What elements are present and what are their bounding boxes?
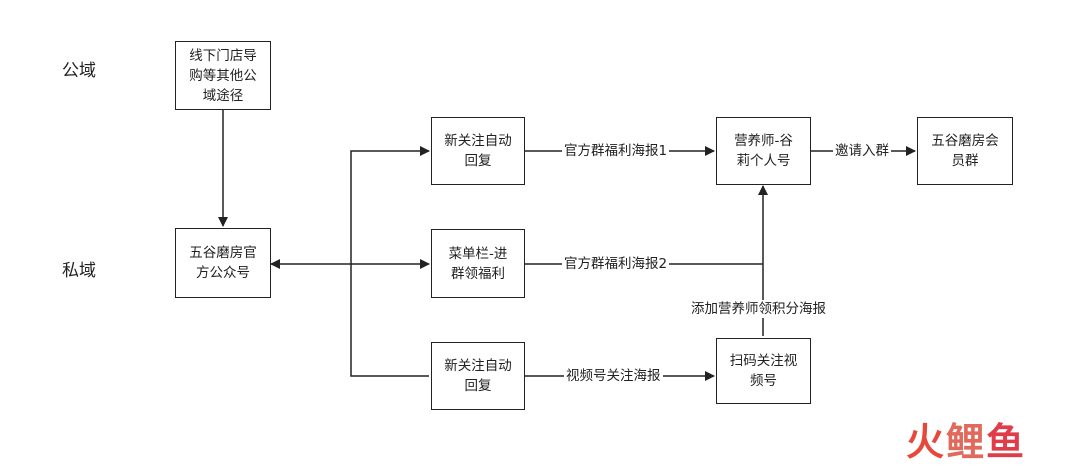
node-scan-video: 扫码关注视 频号 xyxy=(716,338,811,404)
node-line: 回复 xyxy=(464,378,492,394)
node-offline-channels: 线下门店导 购等其他公 域途径 xyxy=(175,41,271,110)
node-line: 域途径 xyxy=(202,87,244,104)
watermark-char: 鱼 xyxy=(986,420,1027,464)
edge-label-poster2: 官方群福利海报2 xyxy=(562,255,670,273)
lane-label-private: 私域 xyxy=(62,261,96,281)
node-line: 频号 xyxy=(750,373,777,389)
edge-trunk-down xyxy=(350,264,429,377)
edge-label-video: 视频号关注海报 xyxy=(564,367,663,385)
node-line: 菜单栏-进 xyxy=(448,245,508,262)
node-line: 五谷磨房官 xyxy=(189,245,257,261)
watermark-logo: 火鲤鱼 xyxy=(906,420,1026,464)
node-official-account: 五谷磨房官 方公众号 xyxy=(175,228,271,298)
node-line: 方公众号 xyxy=(196,265,250,281)
node-line: 员群 xyxy=(951,153,979,169)
watermark-char: 火 xyxy=(906,420,947,464)
node-line: 新关注自动 xyxy=(444,133,512,149)
edge-label-invite: 邀请入群 xyxy=(833,142,891,160)
node-line: 莉个人号 xyxy=(736,153,791,169)
node-nutritionist: 营养师-谷 莉个人号 xyxy=(716,117,811,185)
node-line: 扫码关注视 xyxy=(729,353,798,369)
edge-label-add-nutritionist: 添加营养师领积分海报 xyxy=(689,300,828,318)
node-line: 购等其他公 xyxy=(189,67,257,84)
node-line: 新关注自动 xyxy=(444,358,512,374)
node-auto-reply-2: 新关注自动 回复 xyxy=(431,342,525,410)
edge-trunk xyxy=(350,146,430,264)
node-auto-reply-1: 新关注自动 回复 xyxy=(431,117,525,185)
lane-label-public: 公域 xyxy=(62,61,96,81)
node-line: 营养师-谷 xyxy=(734,133,793,149)
edge-label-poster1: 官方群福利海报1 xyxy=(562,142,670,160)
node-line: 回复 xyxy=(464,153,492,169)
node-line: 群领福利 xyxy=(451,265,505,282)
watermark-char: 鲤 xyxy=(946,420,987,464)
node-line: 线下门店导 xyxy=(189,47,257,64)
node-menu-bar: 菜单栏-进 群领福利 xyxy=(431,229,525,298)
node-member-group: 五谷磨房会 员群 xyxy=(917,117,1013,185)
node-line: 五谷磨房会 xyxy=(931,133,999,149)
